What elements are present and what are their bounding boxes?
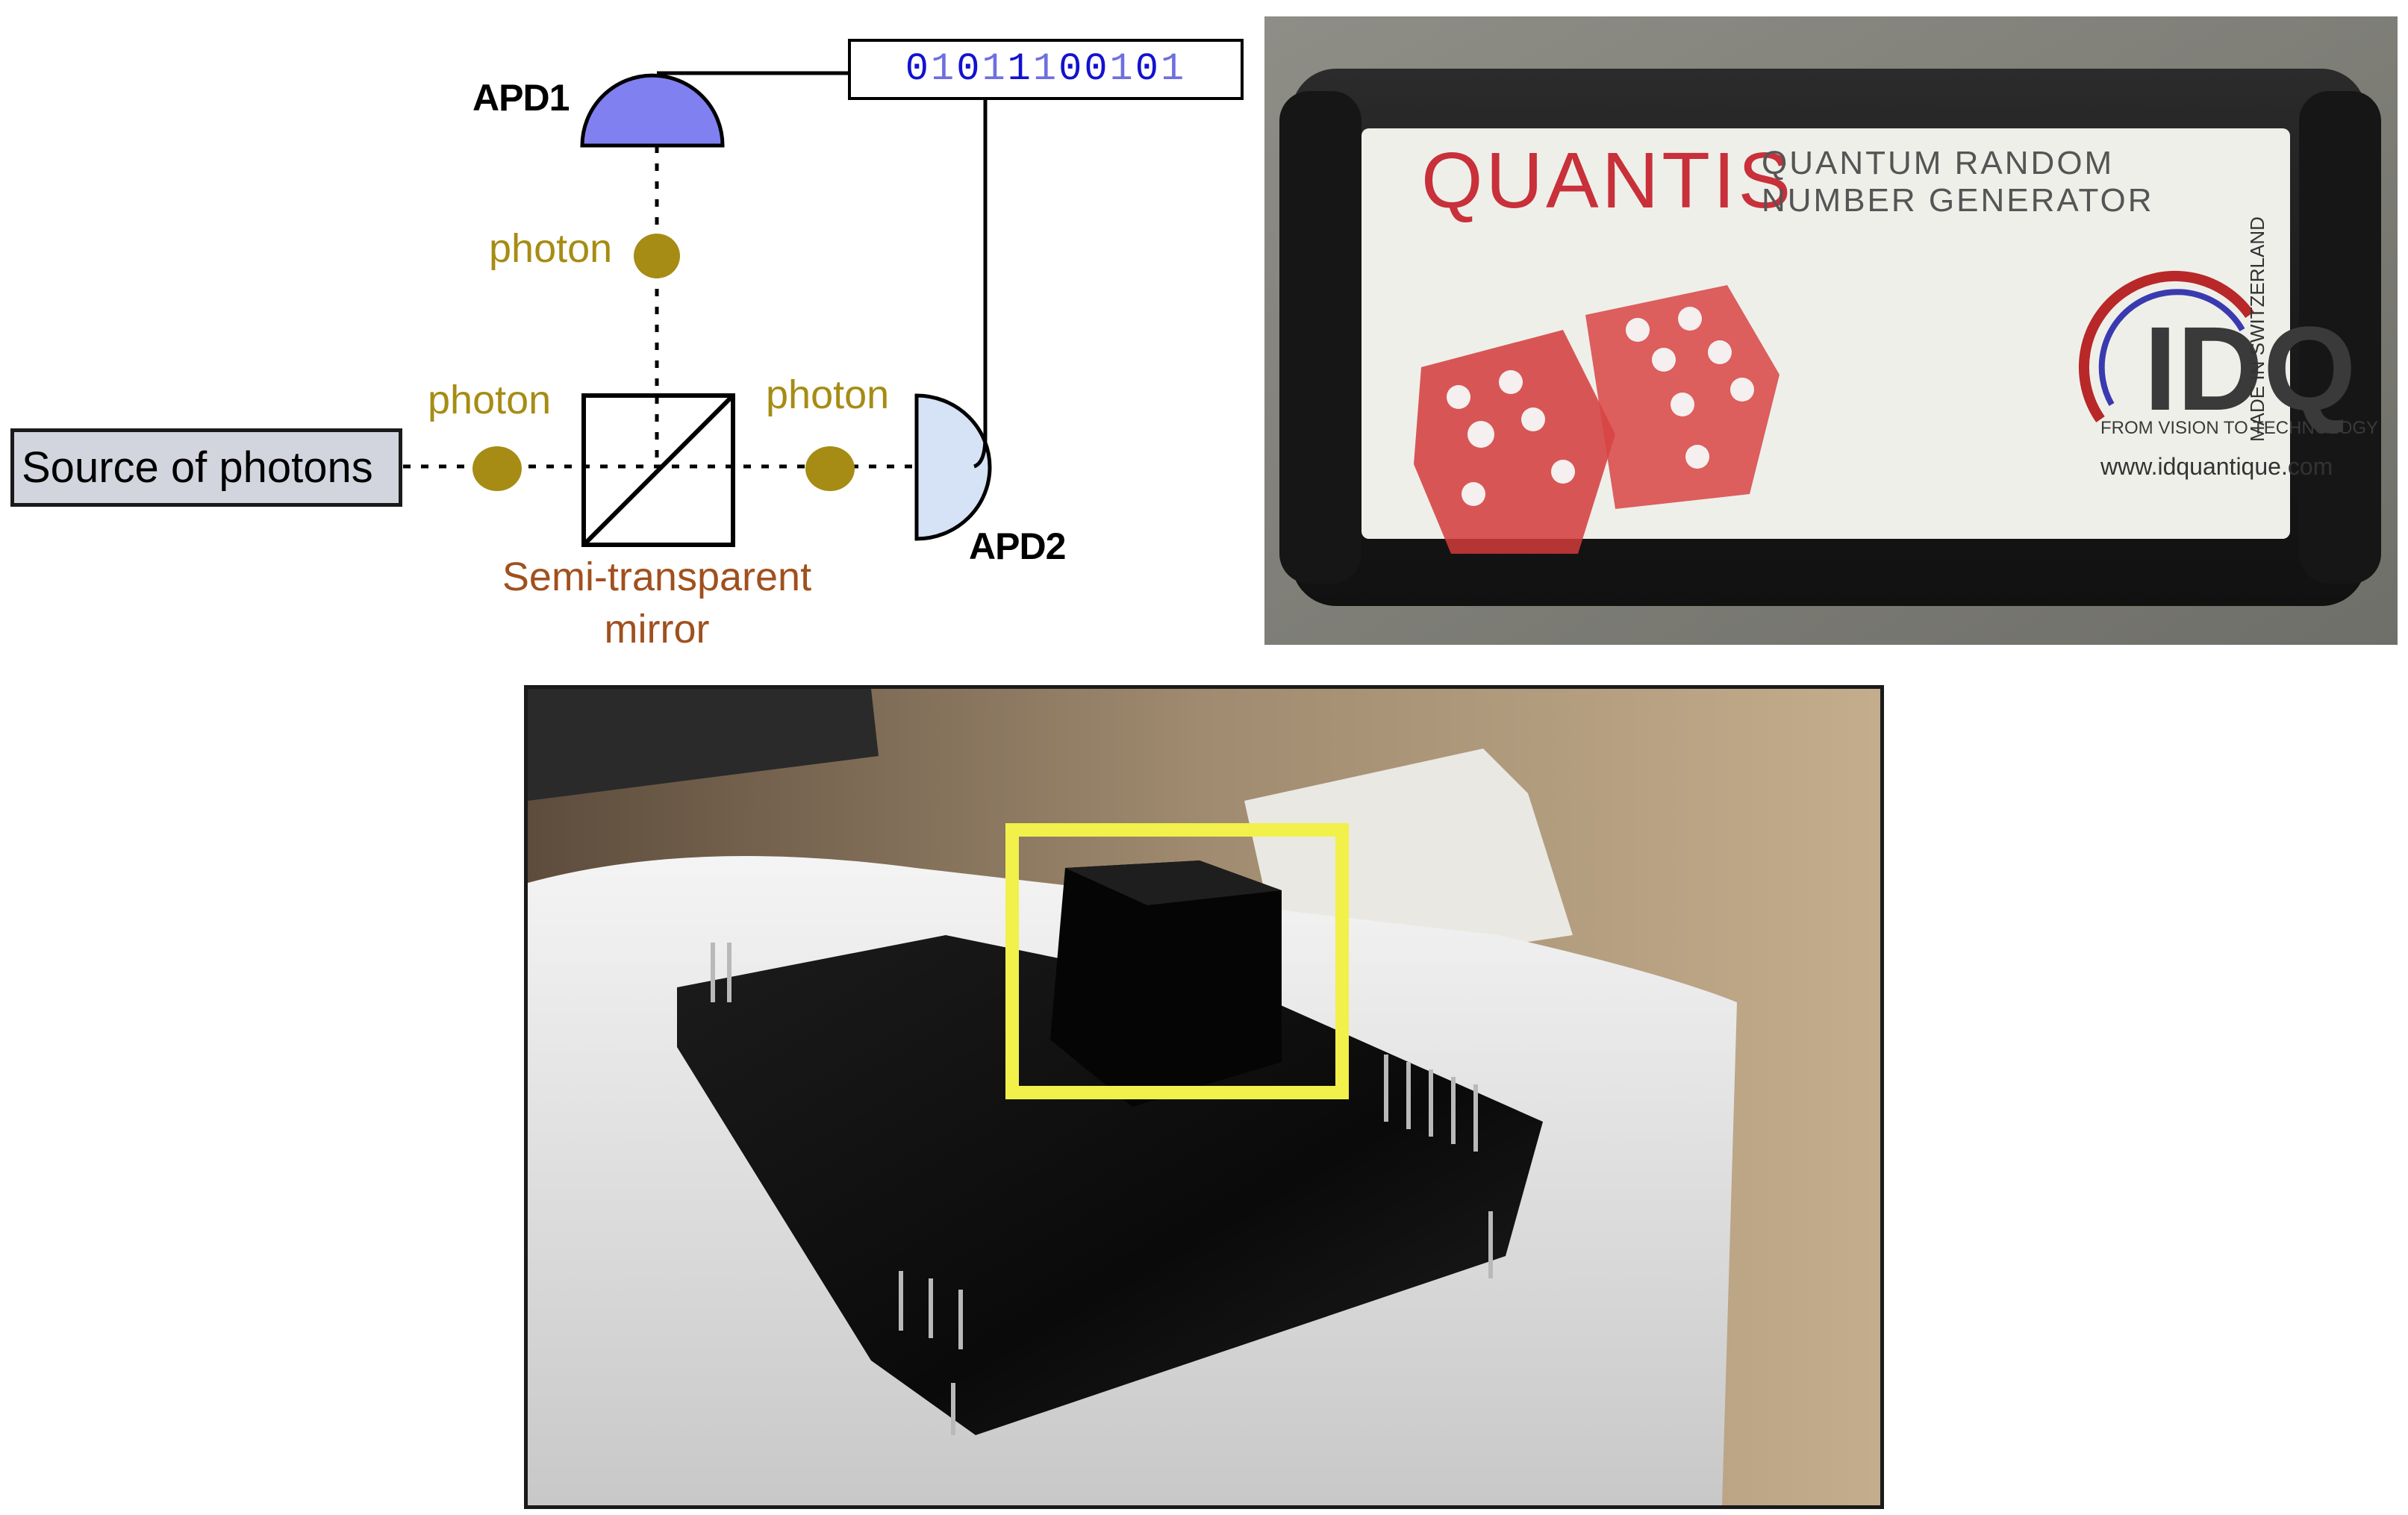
- apd1-label: APD1: [472, 77, 570, 119]
- dice-illustration: [1414, 285, 1780, 554]
- bit-10: 1: [1160, 47, 1187, 91]
- photon-label-right: photon: [766, 372, 890, 417]
- bit-4: 1: [1007, 47, 1033, 91]
- made-in-label: MADE IN SWITZERLAND: [2246, 216, 2268, 442]
- bit-3: 1: [982, 47, 1008, 91]
- idq-logo-text: IDQ: [2144, 302, 2356, 435]
- mirror-label-line1: Semi-transparent: [502, 555, 812, 599]
- mirror-diagonal: [581, 393, 735, 547]
- idq-tagline: FROM VISION TO TECHNOLOGY: [2100, 418, 2379, 438]
- bit-5: 1: [1032, 47, 1059, 91]
- chip-photo-illustration: [528, 689, 1880, 1505]
- photon-label-left: photon: [428, 378, 552, 422]
- diagram-lines: [403, 71, 992, 547]
- apd1-detector: [580, 73, 725, 148]
- photon-dot-right: [805, 446, 855, 491]
- mirror-label: Semi-transparent mirror: [485, 551, 829, 655]
- idq-url: www.idquantique.com: [2100, 453, 2333, 480]
- photodetector-cube: [1050, 860, 1282, 1107]
- circuit-board: [677, 935, 1543, 1435]
- brand-name: QUANTIS: [1421, 137, 1794, 225]
- bit-0: 0: [905, 47, 932, 91]
- wire-apd2: [973, 100, 988, 469]
- bit-9: 0: [1135, 47, 1161, 91]
- device-end-cap-right: [2299, 91, 2381, 584]
- highlight-box: [1005, 823, 1349, 1099]
- mirror-cube: [581, 393, 735, 547]
- idq-logo-arc-red: [2078, 270, 2254, 423]
- photon-dot-left: [472, 446, 522, 491]
- quantis-device-illustration: [1264, 16, 2398, 645]
- bit-string: 01011100101: [905, 47, 1186, 91]
- photon-source-box: Source of photons: [10, 428, 402, 507]
- device-end-cap-left: [1279, 91, 1361, 584]
- background-object: [528, 689, 879, 801]
- quantis-device-photo: QUANTIS QUANTUM RANDOM NUMBER GENERATOR …: [1264, 16, 2398, 645]
- bit-2: 0: [956, 47, 982, 91]
- bit-1: 1: [931, 47, 957, 91]
- idq-logo-arc-blue: [2098, 289, 2245, 406]
- bit-6: 0: [1058, 47, 1085, 91]
- product-line-2: NUMBER GENERATOR: [1762, 182, 2154, 219]
- bit-8: 1: [1109, 47, 1135, 91]
- product-line-1: QUANTUM RANDOM: [1762, 145, 2115, 181]
- photon-label-vertical: photon: [489, 226, 613, 271]
- apd2-detector: [914, 393, 992, 541]
- apd2-label: APD2: [969, 525, 1066, 567]
- bit-7: 0: [1084, 47, 1110, 91]
- board-pins: [711, 943, 1493, 1435]
- chip-photo: [524, 685, 1884, 1509]
- random-bits-output: 01011100101: [848, 39, 1244, 100]
- photon-dot-vertical: [634, 234, 680, 278]
- mirror-label-line2: mirror: [604, 607, 710, 652]
